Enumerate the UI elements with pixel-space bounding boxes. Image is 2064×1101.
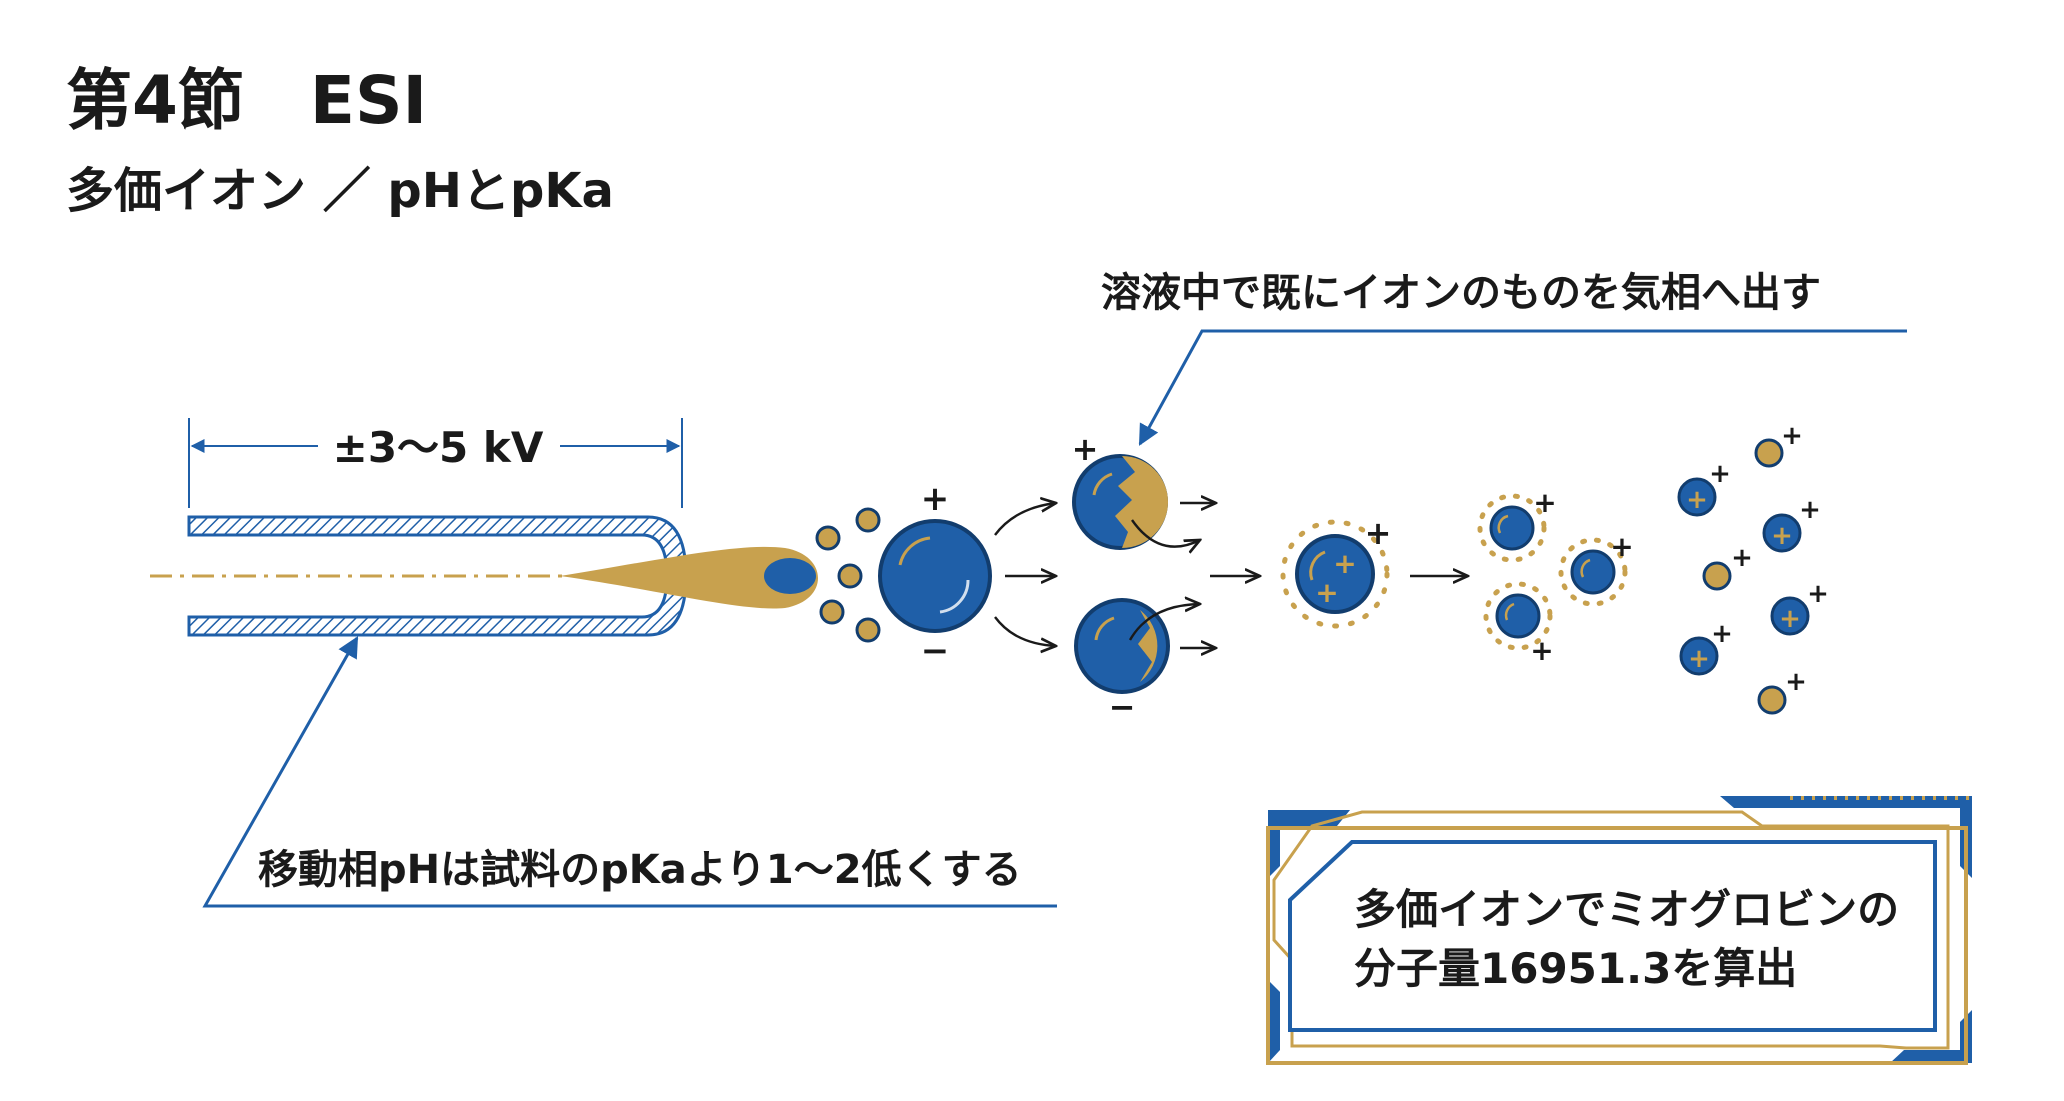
coulomb-fission-droplet-upper: + <box>1072 430 1216 548</box>
page-subtitle: 多価イオン ／ pHとpKa <box>66 163 614 219</box>
charge-minus: − <box>1109 688 1136 726</box>
charge-plus: + <box>1533 486 1556 519</box>
fission-arrows <box>994 503 1056 646</box>
charge-plus: + <box>921 479 950 519</box>
charge-minus: − <box>921 631 950 671</box>
voltage-dimension: ±3〜5 kV <box>188 418 683 508</box>
charge-plus: + <box>1731 543 1753 573</box>
voltage-label: ±3〜5 kV <box>333 423 544 472</box>
inner-charge-plus: + <box>1315 576 1338 609</box>
result-line-1: 多価イオンでミオグロビンの <box>1354 885 1899 934</box>
charged-droplet: + − <box>878 479 992 671</box>
charge-plus: + <box>1807 579 1829 609</box>
ion-cluster-droplet: + + + <box>1280 514 1392 629</box>
result-line-2: 分子量16951.3を算出 <box>1354 944 1797 993</box>
top-annotation-callout: 溶液中で既にイオンのものを気相へ出す <box>1101 270 1907 446</box>
esi-capillary <box>150 515 688 637</box>
charge-plus: + <box>1711 619 1733 649</box>
top-annotation-text: 溶液中で既にイオンのものを気相へ出す <box>1101 270 1821 316</box>
charge-plus: + <box>1530 634 1553 667</box>
gas-phase-ions: + + + + + + + + + + + <box>1677 421 1829 715</box>
page-title: 第4節 ESI <box>66 62 427 139</box>
inner-charge-plus: + <box>1333 547 1356 580</box>
charge-plus: + <box>1610 530 1633 563</box>
charge-plus: + <box>1709 459 1731 489</box>
result-box: 多価イオンでミオグロビンの 分子量16951.3を算出 <box>1266 796 1972 1065</box>
ion-charge: + <box>1688 644 1710 674</box>
bottom-annotation-callout: 移動相pHは試料のpKaより1〜2低くする <box>202 636 1057 908</box>
bottom-annotation-text: 移動相pHは試料のpKaより1〜2低くする <box>258 847 1022 893</box>
charge-plus: + <box>1785 667 1807 697</box>
charge-plus: + <box>1781 421 1803 451</box>
charge-plus: + <box>1799 495 1821 525</box>
charge-plus: + <box>1072 430 1099 468</box>
coulomb-fission-droplet-lower: − <box>1074 600 1216 726</box>
charge-plus: + <box>1365 514 1392 552</box>
ion-charge: + <box>1686 485 1708 515</box>
desolvating-droplets: + + + <box>1477 486 1634 667</box>
primary-droplets <box>815 507 881 643</box>
ion-charge: + <box>1779 604 1801 634</box>
ion-charge: + <box>1771 521 1793 551</box>
taylor-cone <box>560 546 819 609</box>
